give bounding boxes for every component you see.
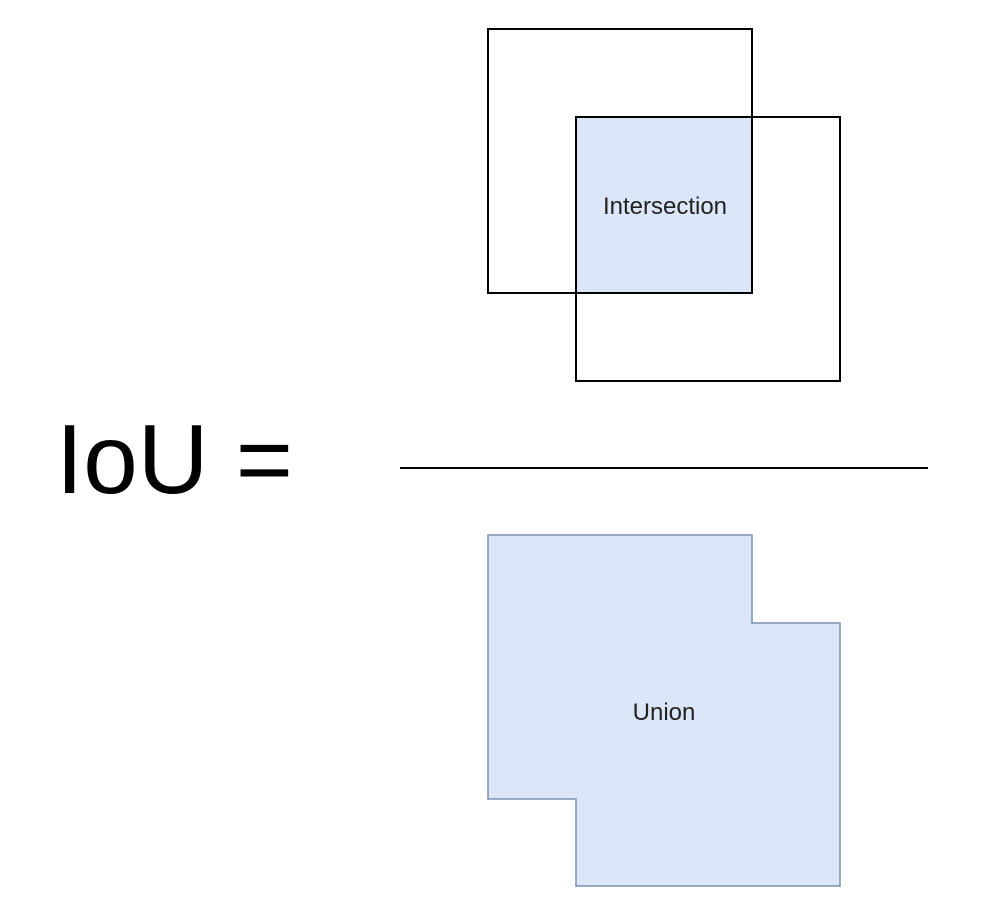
intersection-region bbox=[575, 116, 753, 294]
intersection-label: Intersection bbox=[603, 193, 727, 220]
box-a-outline bbox=[487, 28, 753, 294]
denominator-group: Union bbox=[487, 534, 841, 887]
union-label: Union bbox=[633, 699, 696, 726]
formula-lhs: IoU = bbox=[56, 404, 293, 514]
union-region bbox=[487, 534, 841, 887]
numerator-group: Intersection bbox=[487, 28, 841, 382]
box-b-outline bbox=[575, 116, 841, 382]
